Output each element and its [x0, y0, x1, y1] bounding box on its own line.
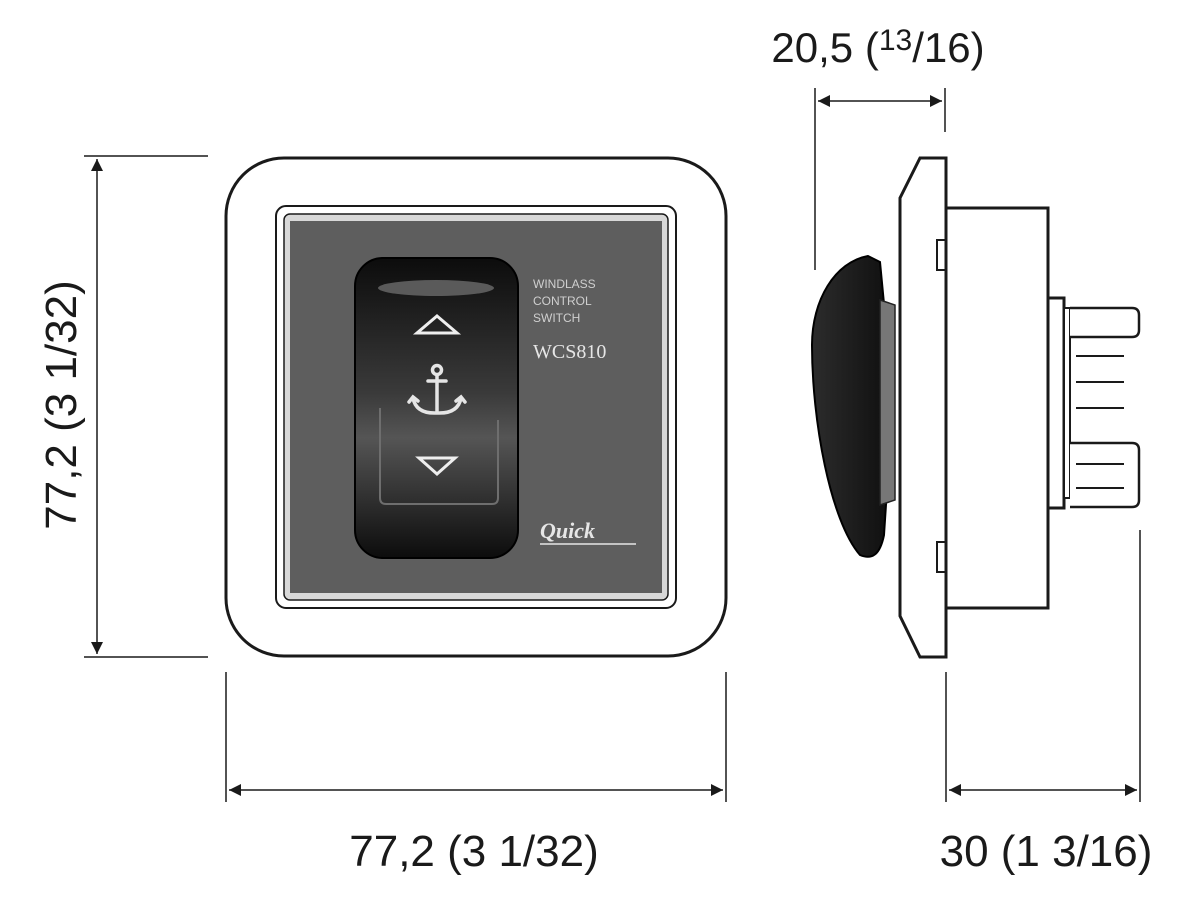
panel-label-line1: WINDLASS — [533, 277, 596, 291]
anchor-icon — [407, 363, 467, 415]
side-bezel — [898, 156, 948, 659]
side-housing — [944, 206, 1050, 610]
knob-depth-main: 20,5 ( — [771, 24, 878, 71]
connector-block — [1046, 296, 1066, 510]
front-width-label: 77,2 (3 1/32) — [349, 827, 599, 876]
terminal-pins — [1076, 355, 1124, 489]
panel-label-line2: CONTROL — [533, 294, 592, 308]
terminal-top — [1070, 306, 1141, 339]
terminal-bottom — [1070, 441, 1141, 509]
front-view: WINDLASS CONTROL SWITCH WCS810 Quick — [224, 156, 728, 658]
triangle-down-icon — [415, 456, 459, 477]
knob-pivot — [879, 298, 896, 507]
rocker-knob-side[interactable] — [810, 254, 895, 558]
brand-name: Quick — [540, 518, 595, 543]
knob-depth-numerator: 13 — [879, 24, 912, 57]
knob-depth-denominator: /16) — [912, 24, 984, 71]
body-depth-label: 30 (1 3/16) — [940, 827, 1153, 876]
dimension-lines — [84, 88, 1141, 802]
brand-logo: Quick — [540, 518, 636, 545]
model-number: WCS810 — [533, 341, 606, 363]
rocker-switch[interactable] — [354, 257, 519, 559]
rocker-inner-outline — [379, 408, 499, 505]
rocker-highlight — [378, 280, 494, 296]
side-view — [810, 156, 1141, 659]
panel-label-line3: SWITCH — [533, 311, 580, 325]
front-height-label: 77,2 (3 1/32) — [37, 280, 86, 530]
triangle-up-icon — [412, 314, 462, 335]
connector-face — [1063, 307, 1071, 499]
knob-depth-label: 20,5 (13/16) — [771, 24, 984, 71]
